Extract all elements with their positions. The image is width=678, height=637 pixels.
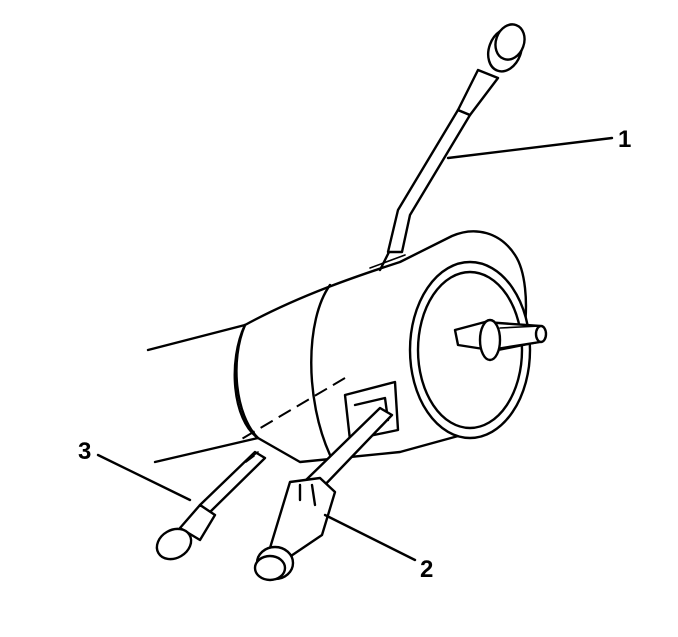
column-front-face <box>408 260 548 440</box>
lever-slot <box>239 377 400 442</box>
column-shaft <box>146 323 260 464</box>
callout-label-2: 2 <box>420 556 433 583</box>
pivot-pin-tool <box>155 450 267 561</box>
callout-label-1: 1 <box>618 126 631 153</box>
callout-label-3: 3 <box>78 438 91 465</box>
leader-lines <box>96 136 614 562</box>
turn-signal-lever <box>386 23 526 254</box>
wiper-lever <box>253 406 394 582</box>
